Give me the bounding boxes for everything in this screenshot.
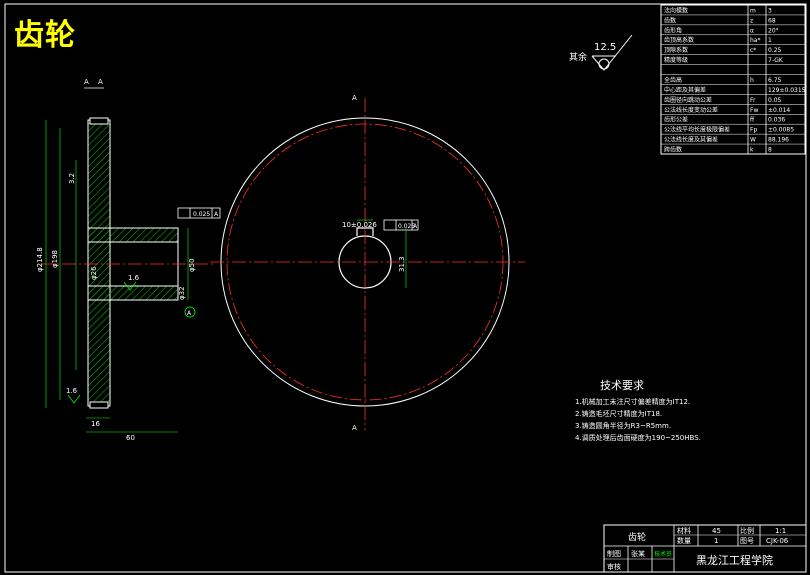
param-name: 公法线平均长度极限偏差 <box>664 126 730 134</box>
dim-bore-dia: φ26 <box>90 266 98 280</box>
param-value: 6.75 <box>768 77 782 84</box>
param-value: 129±0.0315 <box>768 87 806 94</box>
tb-qty: 1 <box>714 537 718 545</box>
tech-item-2: 2.铸造毛坯尺寸精度为IT18. <box>575 409 662 418</box>
tb-qty-label: 数量 <box>677 536 691 545</box>
tol-frame-left: 0.025 <box>193 211 210 218</box>
roughness-label: 其余 <box>569 51 587 63</box>
param-name: 齿形公差 <box>664 116 688 124</box>
param-symbol: k <box>750 147 754 154</box>
param-value: ±0.0085 <box>768 127 794 134</box>
tb-drawn-by: 张某 <box>631 549 645 558</box>
param-symbol: m <box>750 7 756 14</box>
param-symbol: W <box>750 137 756 144</box>
param-name: 齿圈径向跳动公差 <box>664 96 712 104</box>
keyway-depth: 31.3 <box>398 256 406 272</box>
dim-rim-width: 16 <box>91 420 100 428</box>
title-block: 齿轮 材料 45 比例 1:1 数量 1 图号 CJK-06 制图 张某 技术员… <box>603 524 807 573</box>
param-name: 公法线长度及其偏差 <box>664 136 718 144</box>
param-value: 3 <box>768 7 772 14</box>
dim-hub-dia: φ50 <box>188 258 196 272</box>
tol-datum-left: A <box>214 211 219 218</box>
tb-dwg-no-label: 图号 <box>740 537 754 545</box>
param-symbol: z <box>750 17 753 24</box>
tech-item-4: 4.调质处理后齿面硬度为190~250HBS. <box>575 433 701 442</box>
param-name: 顶隙系数 <box>664 46 688 54</box>
param-value: ±0.014 <box>768 107 790 114</box>
param-name: 跨齿数 <box>664 146 682 154</box>
roughness-value: 12.5 <box>594 42 616 53</box>
tb-part-name: 齿轮 <box>628 531 646 543</box>
param-value: 88.196 <box>768 137 789 144</box>
tb-dwg-no: CJK-06 <box>766 537 789 545</box>
tech-requirements: 技术要求 1.机械加工未注尺寸偏差精度为IT12. 2.铸造毛坯尺寸精度为IT1… <box>575 379 701 442</box>
param-symbol: Fp <box>750 127 757 134</box>
dim-rough-b: 1.6 <box>128 274 140 282</box>
param-value: 20° <box>768 27 779 34</box>
dim-total-len: 60 <box>126 434 135 442</box>
param-symbol: ff <box>750 117 755 124</box>
tb-material: 45 <box>712 527 721 535</box>
tb-scale: 1:1 <box>775 527 786 535</box>
param-value: 8 <box>768 147 772 154</box>
section-label-bottom: A <box>352 424 357 432</box>
tech-heading: 技术要求 <box>600 379 644 392</box>
tb-checked-label: 审核 <box>607 562 621 571</box>
param-symbol: c* <box>750 47 756 54</box>
tol-frame-right: 0.025 <box>398 223 415 230</box>
tb-drawn-label: 制图 <box>607 549 621 558</box>
param-value: 0.05 <box>768 97 782 104</box>
roughness-symbol: 其余 12.5 <box>569 34 633 71</box>
param-symbol: Fr <box>750 97 756 104</box>
param-value: 68 <box>768 17 776 24</box>
section-view: A A φ214.8 φ198 φ50 φ26 φ32 16 60 3.2 1.… <box>36 78 221 442</box>
section-label-top: A <box>352 94 357 102</box>
param-name: 齿数 <box>664 16 676 24</box>
param-name: 法向模数 <box>664 6 688 14</box>
dim-bore-len: φ32 <box>178 286 186 300</box>
param-name: 精度等级 <box>664 56 688 64</box>
dim-root-dia: φ198 <box>51 250 59 268</box>
tol-datum-right: A <box>413 223 418 230</box>
param-name: 齿顶高系数 <box>664 36 694 44</box>
dim-tip-dia: φ214.8 <box>36 247 44 272</box>
param-name: 中心距及其偏差 <box>664 86 706 94</box>
tb-green-text: 技术员 <box>654 550 672 558</box>
sheet-border <box>4 3 807 573</box>
dim-rough-c: 1.6 <box>66 387 78 395</box>
param-value: 0.25 <box>768 47 782 54</box>
param-symbol: Fw <box>750 107 758 114</box>
param-value: 7-GK <box>768 57 784 64</box>
section-mark-right: A <box>98 78 103 86</box>
param-symbol: h <box>750 77 754 84</box>
tb-school: 黑龙江工程学院 <box>696 553 773 567</box>
param-name: 公法线长度变动公差 <box>664 106 718 114</box>
drawing-title: 齿轮 <box>14 18 76 53</box>
tb-material-label: 材料 <box>677 526 691 535</box>
param-name: 齿形角 <box>664 26 682 34</box>
tech-item-1: 1.机械加工未注尺寸偏差精度为IT12. <box>575 397 690 406</box>
param-value: 0.036 <box>768 117 785 124</box>
keyway-width: 10±0.026 <box>342 221 377 229</box>
param-name: 全齿高 <box>664 76 682 84</box>
param-symbol: ha* <box>750 37 760 44</box>
tech-item-3: 3.铸造圆角半径为R3~R5mm. <box>575 421 671 430</box>
front-view: A A 10±0.026 0.025 A 31.3 <box>210 94 525 432</box>
tb-scale-label: 比例 <box>740 526 754 535</box>
datum-a-left: A <box>187 310 192 317</box>
dim-rough-a: 3.2 <box>68 173 76 184</box>
section-mark-left: A <box>84 78 89 86</box>
params-table: 法向模数 m 3 齿数 z 68 齿形角 α 20° 齿顶高系数 ha* 1 顶隙系数 c* 0.25 精度等… <box>660 4 806 155</box>
param-value: 1 <box>768 37 772 44</box>
param-symbol: α <box>750 27 754 34</box>
